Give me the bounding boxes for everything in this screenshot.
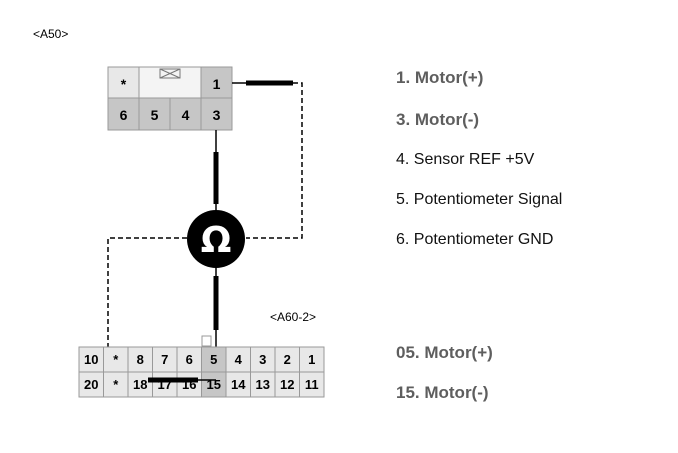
a60-pin-label: 11 — [305, 377, 319, 392]
a60-pin-cell — [225, 346, 251, 373]
legend-a60-pin-15: 15. Motor(-) — [396, 383, 489, 402]
motor-circle — [187, 210, 245, 268]
legend-a60-pin-5: 05. Motor(+) — [396, 343, 493, 362]
a60-pin-label: 3 — [259, 352, 266, 367]
wire-dashed — [246, 82, 303, 239]
ohm-icon: Ω — [201, 220, 232, 261]
a50-pin-label: 4 — [182, 107, 190, 123]
a50-pin-4 — [169, 97, 202, 131]
a60-pin-label: 18 — [133, 377, 147, 392]
connector-key-icon — [159, 68, 181, 79]
legend-a50-pin-6: 6. Potentiometer GND — [396, 231, 554, 248]
connector-latch — [201, 335, 212, 347]
a60-pin-label: 12 — [280, 377, 294, 392]
legend-a50-pin-5: 5. Potentiometer Signal — [396, 191, 563, 208]
a60-pin-label: * — [113, 352, 119, 367]
a60-pin-cell — [78, 371, 104, 398]
a60-pin-label: 13 — [256, 377, 270, 392]
a60-pin-label: * — [113, 377, 119, 392]
a60-pin-label: 2 — [284, 352, 291, 367]
a50-pin-star — [107, 66, 140, 99]
a50-connector-label: <A50> — [33, 27, 68, 41]
a60-pin-cell — [299, 371, 325, 398]
a60-pin-label: 10 — [84, 352, 98, 367]
a60-pin-cell — [225, 371, 251, 398]
a50-pin-5 — [138, 97, 171, 131]
a50-connector: * 1 6 5 4 3 — [107, 66, 233, 131]
legend-a50-pin-4: 4. Sensor REF +5V — [396, 151, 535, 168]
legend-a50-pin-3: 3. Motor(-) — [396, 110, 480, 129]
a60-pin-cell — [201, 371, 227, 398]
a60-pin-label: 6 — [186, 352, 193, 367]
a50-key-slot — [138, 66, 202, 99]
motor-symbol: Ω — [187, 210, 245, 268]
legend-a50-pin-1: 1. Motor(+) — [396, 68, 484, 87]
wires — [107, 80, 303, 381]
a60-pin-cell — [299, 346, 325, 373]
a60-pin-cell — [250, 371, 276, 398]
a60-pin-label: 5 — [210, 352, 217, 367]
a60-pin-label: 1 — [308, 352, 315, 367]
a60-connector-label: <A60-2> — [270, 310, 316, 324]
a60-pin-label: 7 — [161, 352, 168, 367]
a60-pin-label: 20 — [84, 377, 98, 392]
a60-pin-cell — [78, 346, 104, 373]
a60-pin-cell — [152, 371, 178, 398]
a50-pin-label: 1 — [213, 76, 221, 92]
a50-pin-label: * — [121, 76, 127, 92]
a60-pin-cell — [201, 346, 227, 373]
a60-pin-cell — [103, 371, 129, 398]
a50-pin-label: 6 — [120, 107, 128, 123]
a60-pin-label: 8 — [137, 352, 144, 367]
a60-pin-label: 4 — [235, 352, 243, 367]
a60-pin-label: 14 — [231, 377, 246, 392]
a50-pin-label: 3 — [213, 107, 221, 123]
a50-pin-6 — [107, 97, 140, 131]
a50-pin-label: 5 — [151, 107, 159, 123]
